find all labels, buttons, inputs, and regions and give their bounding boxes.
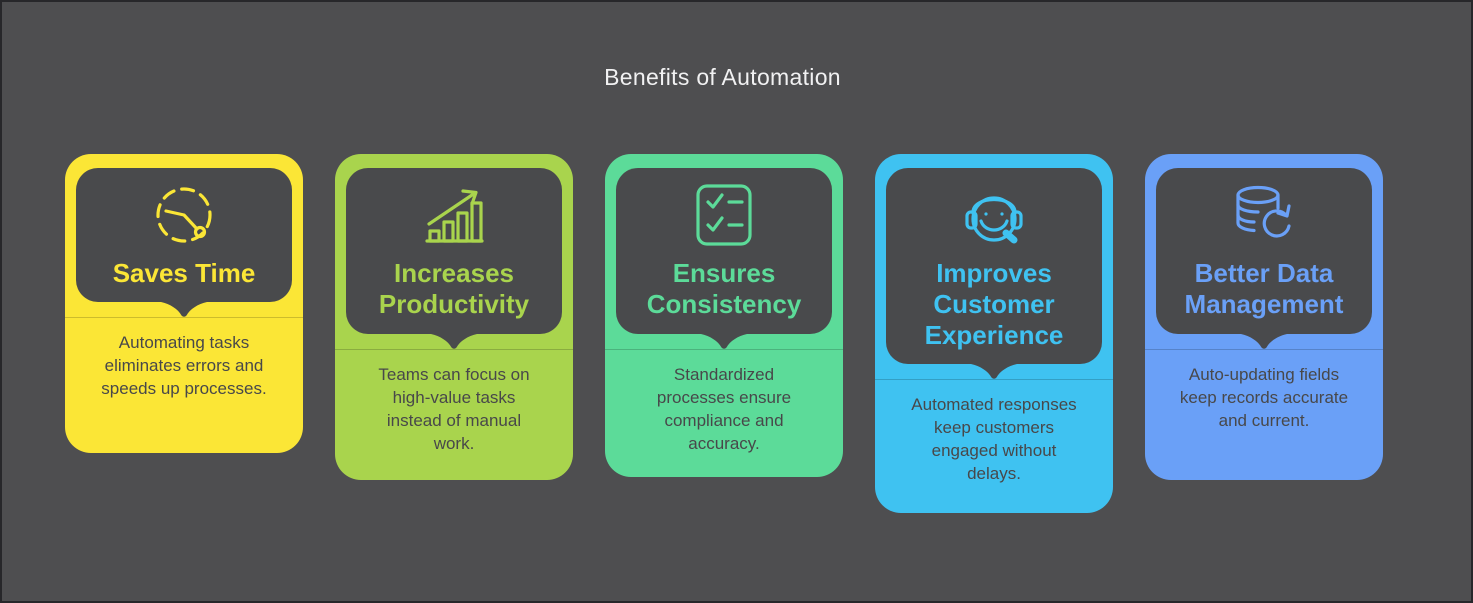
clock-icon <box>146 182 222 248</box>
card-body: Teams can focus on high-value tasks inst… <box>335 349 573 455</box>
card-title: Saves Time <box>112 257 256 288</box>
card-body: Auto-updating fields keep records accura… <box>1145 349 1383 432</box>
card-title: Improves Customer Experience <box>924 257 1064 350</box>
benefit-card-ensures-consistency: Ensures Consistency Standardized process… <box>605 154 843 477</box>
bar-chart-growth-icon <box>416 182 492 248</box>
card-body: Automated responses keep customers engag… <box>875 379 1113 485</box>
card-header-panel: Increases Productivity <box>346 168 562 349</box>
headset-agent-icon <box>956 182 1032 248</box>
benefit-card-improves-customer-experience: Improves Customer Experience Automated r… <box>875 154 1113 513</box>
card-title: Better Data Management <box>1184 258 1344 319</box>
card-description: Auto-updating fields keep records accura… <box>1179 365 1349 430</box>
card-header-panel: Ensures Consistency <box>616 168 832 349</box>
panel-tail <box>701 334 747 349</box>
card-description: Standardized processes ensure compliance… <box>656 365 792 453</box>
panel-tail <box>971 364 1017 379</box>
panel-tail <box>431 334 477 349</box>
card-header-panel: Saves Time <box>76 168 292 317</box>
database-sync-icon <box>1226 182 1302 248</box>
card-description: Automated responses keep customers engag… <box>911 395 1077 483</box>
card-title: Increases Productivity <box>378 258 530 319</box>
card-header-panel: Improves Customer Experience <box>886 168 1102 379</box>
card-description: Teams can focus on high-value tasks inst… <box>378 365 530 453</box>
card-header-panel: Better Data Management <box>1156 168 1372 349</box>
card-title: Ensures Consistency <box>646 258 802 319</box>
checklist-icon <box>686 182 762 248</box>
benefit-card-better-data-management: Better Data Management Auto-updating fie… <box>1145 154 1383 480</box>
page-title: Benefits of Automation <box>604 64 841 90</box>
benefit-card-increases-productivity: Increases Productivity Teams can focus o… <box>335 154 573 480</box>
panel-tail <box>161 302 207 317</box>
benefit-card-saves-time: Saves Time Automating tasks eliminates e… <box>65 154 303 453</box>
panel-tail <box>1241 334 1287 349</box>
card-body: Automating tasks eliminates errors and s… <box>65 317 303 400</box>
card-description: Automating tasks eliminates errors and s… <box>101 333 267 398</box>
card-body: Standardized processes ensure compliance… <box>605 349 843 455</box>
benefit-cards-row: Saves Time Automating tasks eliminates e… <box>65 154 1383 513</box>
